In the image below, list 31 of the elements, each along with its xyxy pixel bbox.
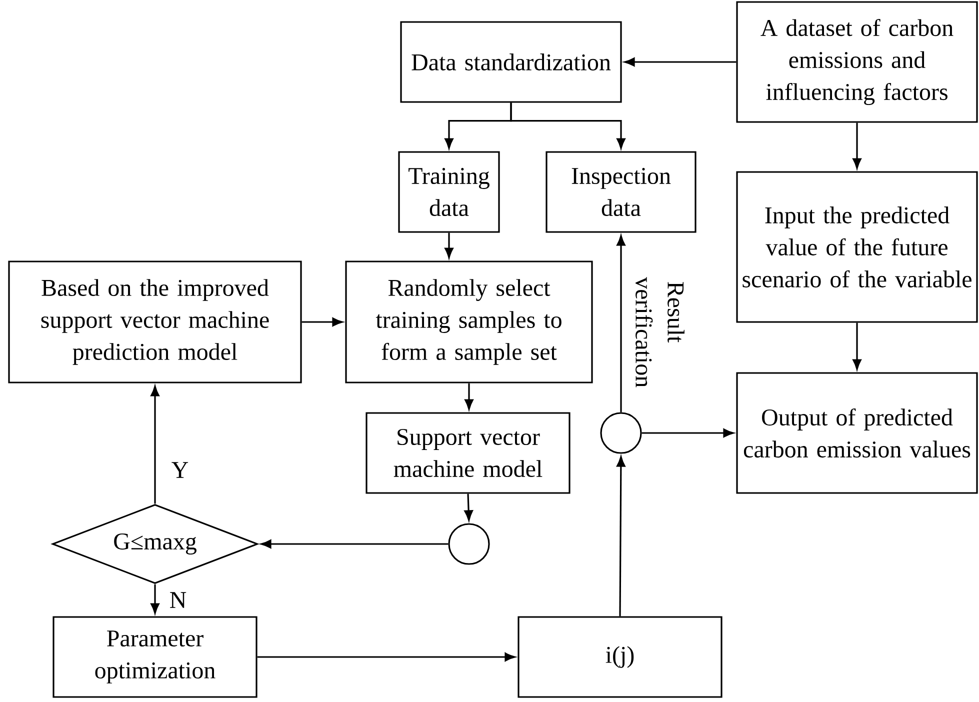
process-box: Based on the improved support vector machine prediction model <box>8 260 302 384</box>
arrow <box>852 122 862 169</box>
arrow <box>444 232 454 258</box>
edge-label: Result verification <box>634 276 686 388</box>
process-box: Training data <box>398 151 500 233</box>
process-box: Data standardization <box>400 21 622 103</box>
edge-label: Y <box>170 461 190 479</box>
process-box: Randomly select training samples to form a sample set <box>345 260 593 384</box>
process-box: Inspection data <box>546 151 696 233</box>
process-box: Parameter optimization <box>52 616 258 698</box>
junction-circle <box>600 412 642 454</box>
arrow <box>852 322 862 370</box>
arrow <box>464 383 474 410</box>
junction-circle <box>448 523 490 565</box>
arrow <box>257 652 516 662</box>
arrow <box>624 58 736 66</box>
arrow <box>616 456 626 616</box>
arrow <box>150 584 160 614</box>
arrow <box>642 428 734 438</box>
arrow <box>510 102 626 149</box>
process-box: Output of predicted carbon emission values <box>736 372 978 494</box>
process-box: A dataset of carbon emissions and influencing factors <box>736 1 978 123</box>
process-box: i(j) <box>518 616 722 698</box>
arrow <box>150 386 160 504</box>
edge-label: N <box>168 591 188 609</box>
arrow <box>616 235 626 412</box>
process-box: Support vector machine model <box>366 412 570 494</box>
arrow <box>302 318 343 326</box>
process-box: Input the predicted value of the future scenario of the variable <box>736 171 978 323</box>
arrow <box>260 540 448 548</box>
arrow <box>464 494 473 521</box>
